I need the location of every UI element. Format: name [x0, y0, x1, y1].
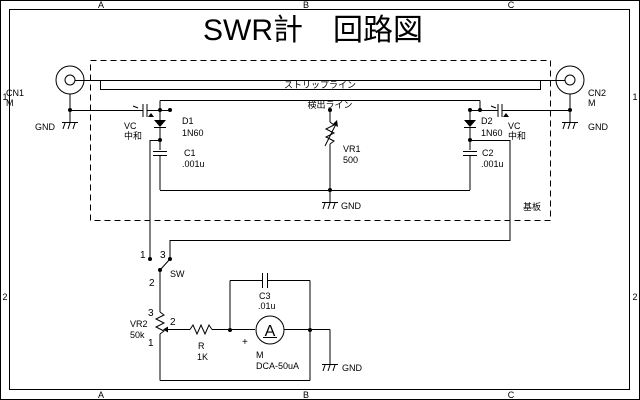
- vr2-potentiometer: [154, 311, 190, 381]
- c1-capacitor: [153, 151, 167, 190]
- r-resistor: [189, 323, 230, 336]
- vc1-ref: VC: [124, 121, 137, 131]
- d1-diode: [154, 110, 166, 150]
- m-ref: M: [256, 350, 264, 360]
- gnd-label: GND: [35, 122, 56, 132]
- zone-col-c-bottom: C: [508, 390, 515, 400]
- r-value: 1K: [197, 352, 208, 362]
- vr2-ref: VR2: [130, 319, 148, 329]
- cn2-ref: CN2: [588, 88, 606, 98]
- vr1-variable-resistor: [324, 110, 338, 190]
- vr2-pin-2: 2: [170, 317, 176, 328]
- vc2-trimmer-capacitor: [490, 104, 570, 117]
- sw-pin-2: 2: [149, 278, 155, 289]
- c2-capacitor: [463, 151, 477, 190]
- gnd-label: GND: [342, 363, 363, 373]
- vc1-trimmer-capacitor: [132, 104, 160, 117]
- gnd-label: GND: [588, 122, 609, 132]
- inner-frame: [9, 9, 630, 390]
- board-label: 基板: [523, 201, 541, 212]
- zone-row-1-right: 1: [632, 92, 637, 102]
- zone-col-c-top: C: [508, 0, 515, 10]
- c3-capacitor: [229, 273, 311, 330]
- d2-value: 1N60: [481, 128, 503, 138]
- cn1-ref: CN1: [6, 88, 24, 98]
- zone-row-1-left: 1: [2, 92, 7, 102]
- cn1-value: M: [6, 98, 14, 108]
- vr2-value: 50k: [130, 330, 145, 340]
- vc2-value: 中和: [508, 130, 526, 141]
- r-ref: R: [198, 341, 205, 351]
- d2-ref: D2: [481, 116, 493, 126]
- c2-ref: C2: [482, 148, 494, 158]
- sw-pin-1: 1: [140, 250, 146, 261]
- vr1-value: 500: [343, 155, 358, 165]
- gnd-symbol: [322, 202, 338, 210]
- junction: [478, 108, 482, 112]
- zone-col-a-top: A: [98, 0, 104, 10]
- zone-col-b-bottom: B: [303, 390, 309, 400]
- cn2-value: M: [588, 98, 596, 108]
- d2-diode: [464, 110, 476, 150]
- board-outline: [90, 60, 551, 221]
- zone-row-2-right: 2: [632, 292, 637, 302]
- c3-value: .01u: [258, 301, 276, 311]
- c1-value: .001u: [182, 159, 205, 169]
- junction: [68, 108, 72, 112]
- zone-col-b-top: B: [303, 0, 309, 10]
- sw-ref: SW: [170, 269, 185, 279]
- c3-ref: C3: [259, 291, 271, 301]
- zone-row-2-left: 2: [2, 292, 7, 302]
- strip-line: [75, 80, 565, 90]
- d1-ref: D1: [182, 116, 194, 126]
- strip-line-label: ストリップライン: [284, 80, 356, 90]
- m-value: DCA-50uA: [256, 361, 299, 371]
- gnd-symbol: [322, 364, 338, 372]
- page-title: SWR計 回路図: [203, 14, 423, 47]
- detect-line-label: 検出ライン: [307, 99, 352, 110]
- meter-polarity: +: [242, 337, 248, 348]
- vc1-value: 中和: [124, 130, 142, 141]
- c2-value: .001u: [481, 159, 504, 169]
- gnd-symbol: [562, 122, 578, 130]
- vr2-pin-1: 1: [148, 338, 154, 349]
- c1-ref: C1: [184, 148, 196, 158]
- gnd-label: GND: [341, 201, 362, 211]
- d1-value: 1N60: [182, 128, 204, 138]
- meter-symbol: A: [265, 323, 276, 340]
- vr2-pin-3: 3: [148, 308, 154, 319]
- sw-pin-3: 3: [160, 250, 166, 261]
- vr1-ref: VR1: [343, 144, 361, 154]
- junction: [568, 108, 572, 112]
- gnd-symbol: [62, 122, 78, 130]
- vc2-ref: VC: [508, 121, 521, 131]
- zone-col-a-bottom: A: [98, 390, 104, 400]
